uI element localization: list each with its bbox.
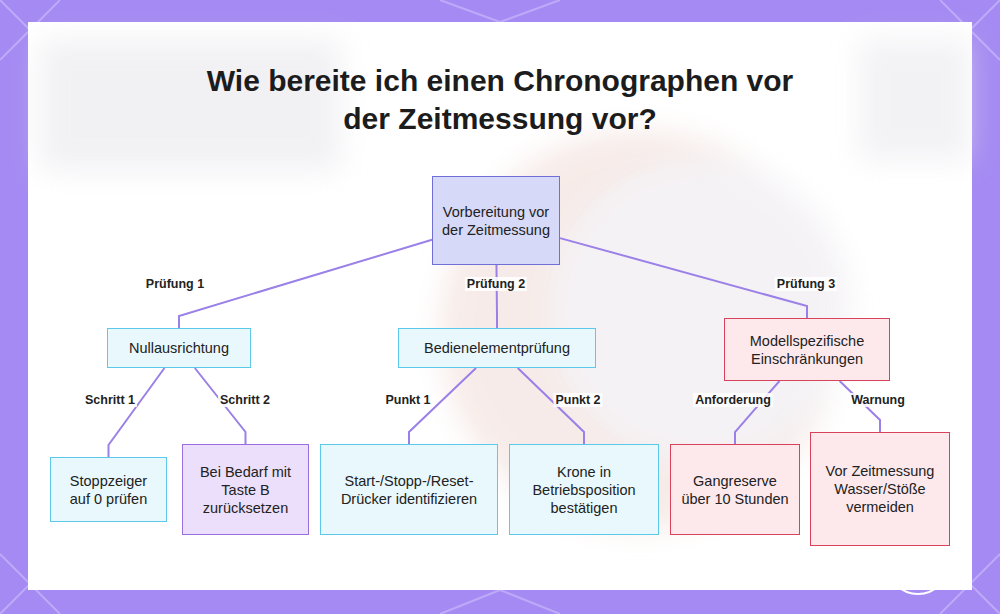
process-box: Bedienelementprüfung (398, 328, 596, 368)
box-text: Bei Bedarf mit Taste B zurücksetzen (191, 463, 300, 517)
process-box: Bei Bedarf mit Taste B zurücksetzen (182, 444, 309, 535)
edge-label: Prüfung 1 (144, 277, 206, 291)
connector-line (495, 265, 498, 328)
root-box: Vorbereitung vor der Zeitmessung (432, 176, 560, 265)
edge-label: Schritt 1 (83, 393, 137, 407)
logo-badge (904, 550, 932, 578)
panel (28, 22, 972, 590)
edge-label: Warnung (849, 393, 907, 407)
box-text: Nullausrichtung (129, 339, 229, 357)
box-text: Vorbereitung vor der Zeitmessung (441, 203, 551, 239)
process-box: Nullausrichtung (107, 328, 251, 368)
box-text: Stoppzeiger auf 0 prüfen (59, 472, 158, 508)
process-box: Krone in Betriebsposition bestätigen (509, 444, 659, 535)
connector-line (109, 368, 165, 457)
edge-label: Punkt 2 (553, 393, 602, 407)
box-text: Gangreserve über 10 Stunden (679, 472, 791, 508)
process-box: Gangreserve über 10 Stunden (670, 444, 800, 535)
edge-label: Schritt 2 (218, 393, 272, 407)
edge-label: Punkt 1 (383, 393, 432, 407)
process-box: Stoppzeiger auf 0 prüfen (50, 457, 167, 522)
box-text: Modellspezifische Einschränkungen (733, 332, 881, 368)
box-text: Bedienelementprüfung (424, 339, 570, 357)
box-text: Krone in Betriebsposition bestätigen (518, 463, 650, 517)
edge-label: Prüfung 3 (775, 277, 837, 291)
process-box: Modellspezifische Einschränkungen (724, 318, 890, 381)
process-box: Vor Zeitmessung Wasser/Stöße vermeiden (810, 432, 950, 546)
connector-line (560, 238, 807, 318)
connector-line (179, 240, 432, 328)
edge-label: Prüfung 2 (465, 277, 527, 291)
connector-line (735, 381, 780, 444)
diagram-title: Wie bereite ich einen Chronographen vor … (205, 62, 795, 138)
edge-label: Anforderung (693, 393, 773, 407)
box-text: Vor Zeitmessung Wasser/Stöße vermeiden (819, 462, 941, 516)
process-box: Start-/Stopp-/Reset- Drücker identifizie… (320, 444, 498, 535)
box-text: Start-/Stopp-/Reset- Drücker identifizie… (329, 472, 489, 508)
